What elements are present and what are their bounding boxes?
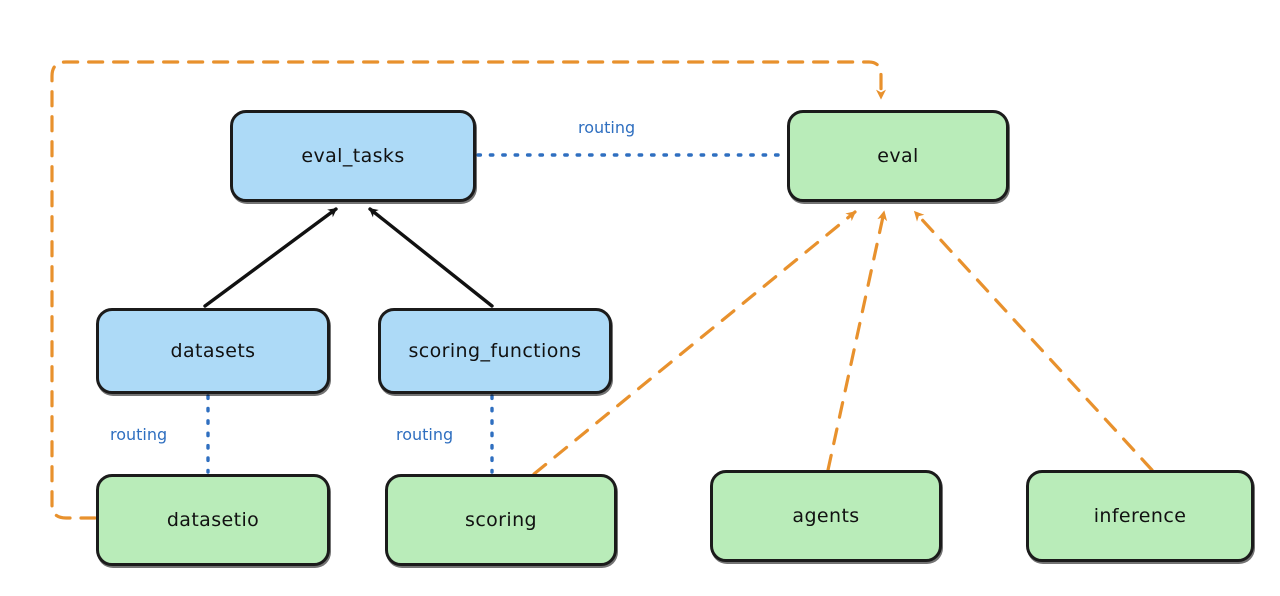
edge-label-routing-datasets: routing — [110, 425, 168, 444]
node-scoring[interactable]: scoring — [385, 474, 617, 566]
node-label-eval-tasks: eval_tasks — [301, 144, 405, 167]
node-agents[interactable]: agents — [710, 470, 942, 562]
node-label-eval: eval — [877, 144, 919, 167]
edge-agents-to-eval — [826, 210, 888, 472]
node-scoring-functions[interactable]: scoring_functions — [378, 308, 612, 394]
node-label-datasets: datasets — [170, 339, 256, 362]
node-label-agents: agents — [792, 504, 860, 527]
node-eval-tasks[interactable]: eval_tasks — [230, 110, 476, 202]
edge-label-routing-scoring-functions: routing — [396, 425, 454, 444]
edge-label-routing-eval-tasks: routing — [578, 118, 636, 137]
node-label-scoring: scoring — [465, 508, 537, 531]
node-label-inference: inference — [1093, 504, 1187, 527]
node-eval[interactable]: eval — [787, 110, 1009, 202]
edge-datasetio-to-eval — [50, 60, 886, 520]
edge-datasets-to-eval_tasks — [203, 207, 338, 308]
edge-inference-to-eval — [913, 210, 1154, 472]
edge-scoring-to-eval — [532, 210, 857, 476]
node-datasets[interactable]: datasets — [96, 308, 330, 394]
edge-scoring_functions-to-eval_tasks — [368, 207, 494, 308]
node-inference[interactable]: inference — [1026, 470, 1254, 562]
node-label-scoring-functions: scoring_functions — [408, 339, 582, 362]
node-datasetio[interactable]: datasetio — [96, 474, 330, 566]
node-label-datasetio: datasetio — [166, 508, 260, 531]
